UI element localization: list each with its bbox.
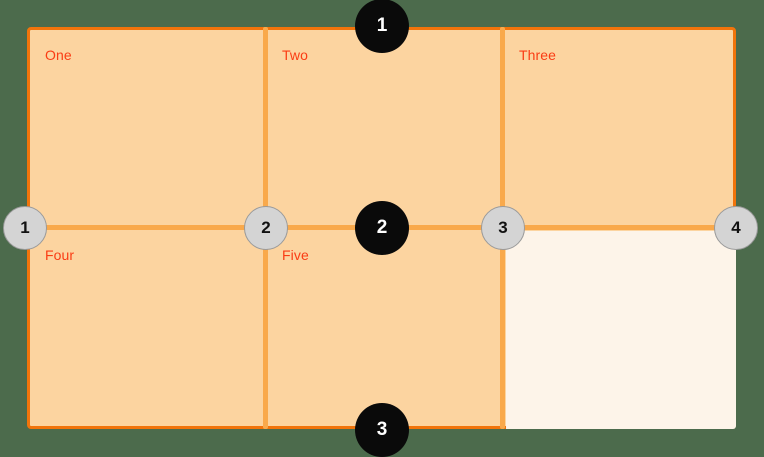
grid-cell-label-four: Four: [45, 247, 75, 263]
row-handle-2[interactable]: 2: [355, 201, 409, 255]
grid-cell-label-one: One: [45, 47, 72, 63]
grid-cell-label-five: Five: [282, 247, 309, 263]
grid-cell-empty[interactable]: [506, 231, 736, 429]
column-handle-1[interactable]: 1: [3, 206, 47, 250]
column-handle-3[interactable]: 3: [481, 206, 525, 250]
column-handle-2[interactable]: 2: [244, 206, 288, 250]
grid-cell-label-two: Two: [282, 47, 308, 63]
grid-cell-label-three: Three: [519, 47, 557, 63]
column-handle-4[interactable]: 4: [714, 206, 758, 250]
row-handle-3[interactable]: 3: [355, 403, 409, 457]
row-handle-1[interactable]: 1: [355, 0, 409, 53]
